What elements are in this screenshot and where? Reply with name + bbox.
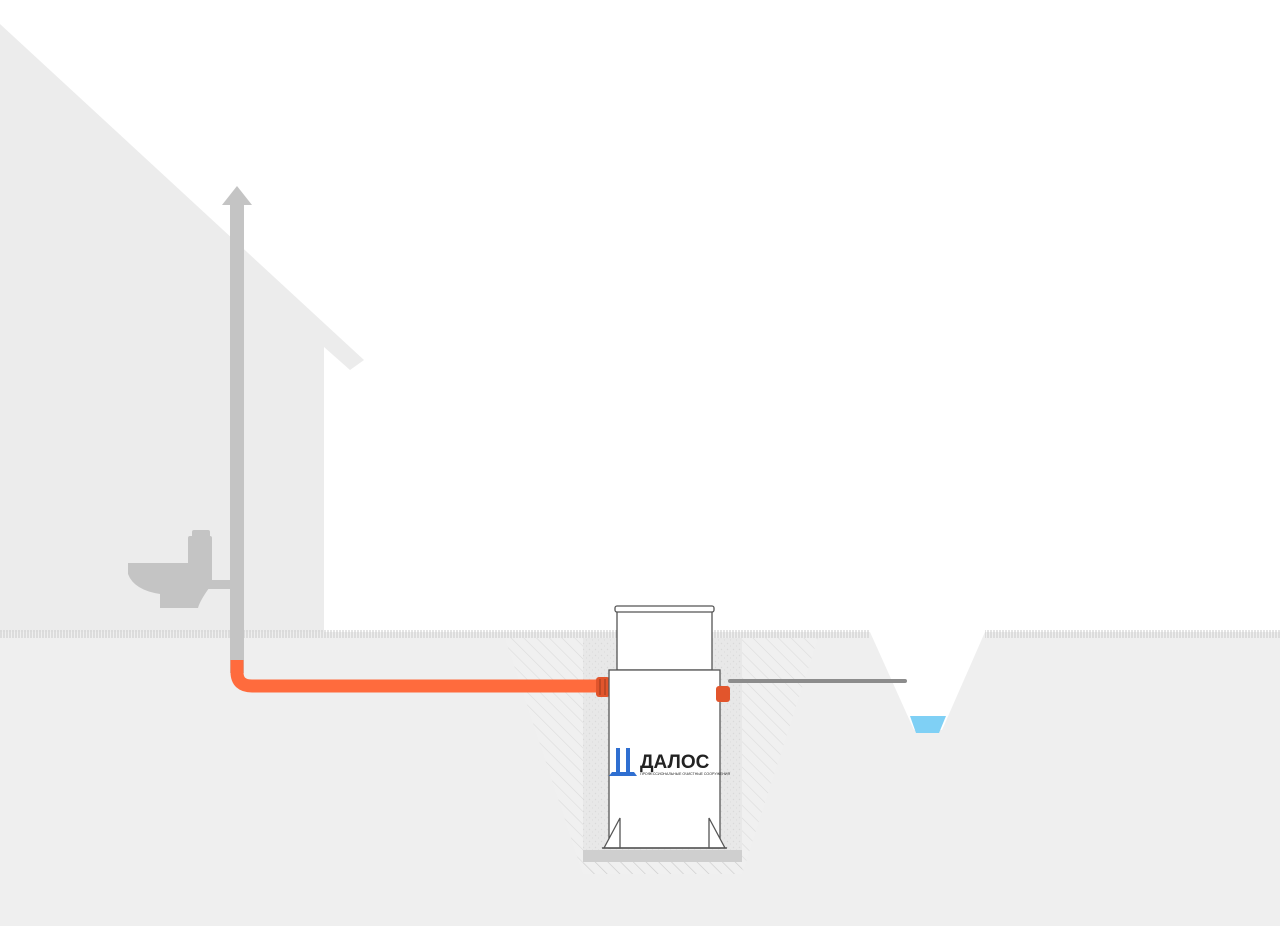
- inlet-pipe-fitting: [596, 677, 610, 697]
- dalos-logo-icon: [609, 748, 637, 776]
- septic-tank: ДАЛОС ПРОФЕССИОНАЛЬНЫЕ ОЧИСТНЫЕ СООРУЖЕН…: [602, 605, 730, 849]
- tank-neck: [616, 609, 713, 671]
- house-wall: [0, 24, 364, 632]
- tank-lid: [614, 605, 715, 613]
- arrow-up-icon: [222, 186, 252, 205]
- base-slab-hatch: [583, 862, 742, 874]
- toilet-icon: [128, 530, 232, 608]
- ground-surface-left: [0, 630, 870, 638]
- ground-surface-right: [985, 630, 1280, 638]
- brand-tagline: ПРОФЕССИОНАЛЬНЫЕ ОЧИСТНЫЕ СООРУЖЕНИЯ: [640, 772, 730, 776]
- outlet-pipe-fitting: [716, 686, 730, 702]
- base-slab: [583, 850, 742, 862]
- inlet-pipe: [230, 660, 600, 693]
- brand-name: ДАЛОС: [640, 752, 710, 773]
- ditch-water: [910, 716, 946, 733]
- vent-pipe: [230, 203, 244, 673]
